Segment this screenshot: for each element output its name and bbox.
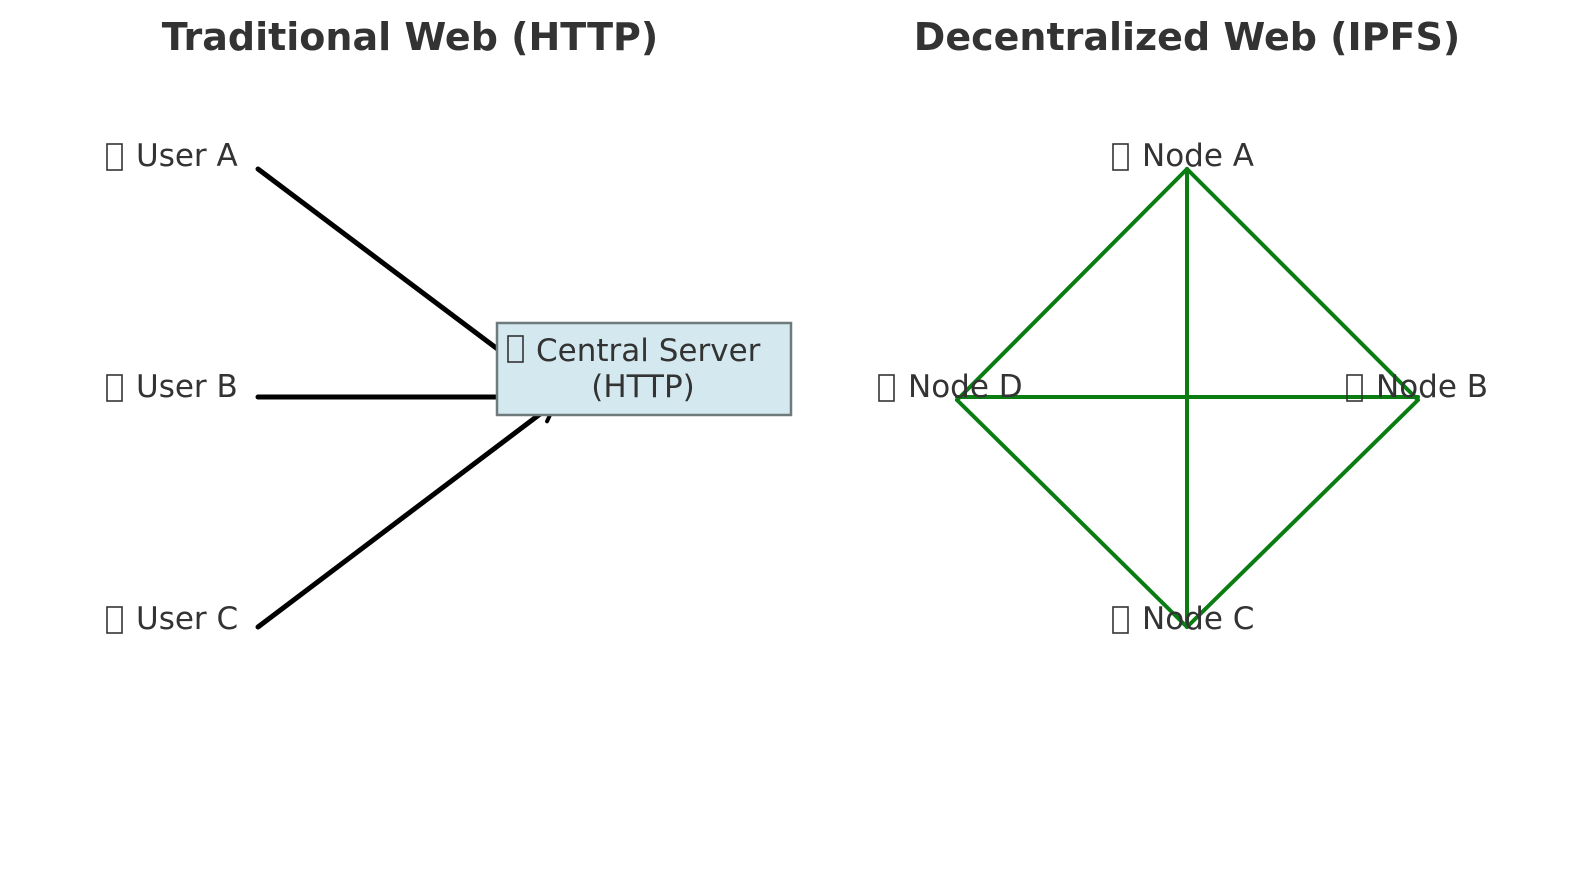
- edge-node-b-node-c: [1185, 398, 1420, 629]
- peer-node: Node A: [1112, 138, 1254, 174]
- user-node: User B: [106, 369, 238, 405]
- arrow-user-c-to-server: [255, 399, 559, 630]
- user-node: User A: [106, 138, 238, 174]
- user-node: User C: [106, 601, 238, 637]
- node-icon: [1112, 606, 1129, 634]
- user-c-label: User C: [136, 601, 238, 637]
- central-server: Central Server (HTTP): [495, 321, 793, 417]
- user-a-label: User A: [136, 138, 238, 174]
- decentralized-web-title: Decentralized Web (IPFS): [914, 15, 1460, 59]
- decentralized-web-panel: Decentralized Web (IPFS) Node A Node B N…: [878, 15, 1488, 637]
- node-icon: [1346, 374, 1363, 402]
- peer-mesh-edges: [955, 167, 1420, 629]
- peer-node: Node B: [1346, 369, 1488, 405]
- user-icon: [106, 143, 123, 171]
- server-icon: [507, 335, 524, 363]
- node-c-label: Node C: [1142, 601, 1254, 637]
- node-icon: [878, 374, 895, 402]
- traditional-web-title: Traditional Web (HTTP): [162, 15, 658, 59]
- central-server-box: [495, 321, 793, 417]
- node-a-label: Node A: [1142, 138, 1254, 174]
- peer-node: Node D: [878, 369, 1023, 405]
- node-d-label: Node D: [908, 369, 1023, 405]
- node-icon: [1112, 143, 1129, 171]
- node-b-label: Node B: [1376, 369, 1488, 405]
- central-server-label: Central Server: [536, 333, 761, 369]
- user-icon: [106, 374, 123, 402]
- user-icon: [106, 606, 123, 634]
- edge-node-c-node-d: [955, 398, 1189, 629]
- traditional-web-panel: Traditional Web (HTTP) Central Server (H…: [106, 15, 793, 637]
- user-b-label: User B: [136, 369, 238, 405]
- edge-node-a-node-b: [1185, 167, 1420, 402]
- edge-node-a-node-d: [955, 167, 1189, 402]
- central-server-protocol-label: (HTTP): [591, 369, 695, 405]
- peer-node: Node C: [1112, 601, 1254, 637]
